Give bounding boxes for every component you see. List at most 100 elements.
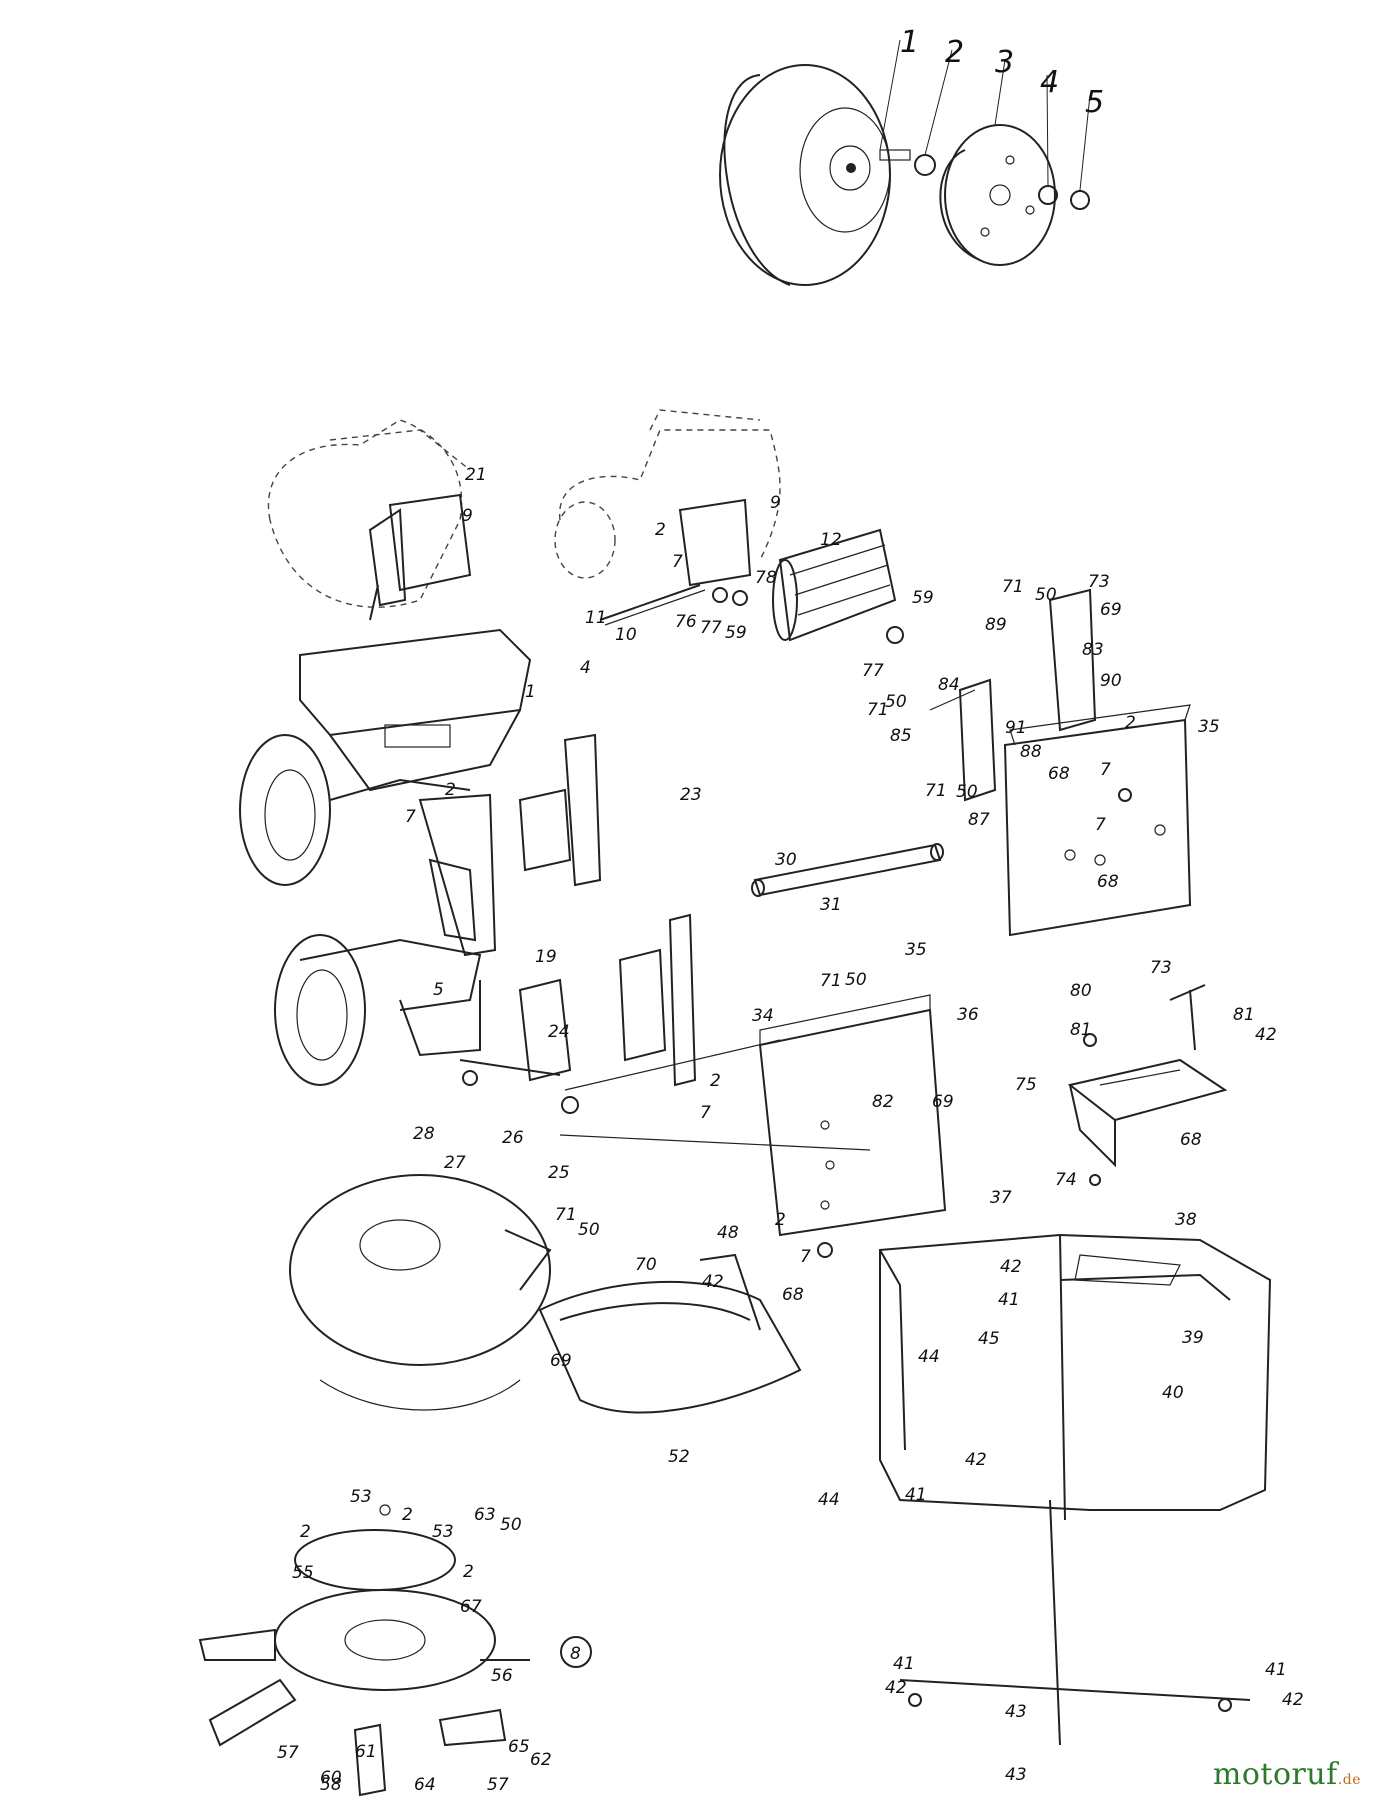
part-label: 61: [355, 1742, 377, 1762]
chassis-frame: [274, 913, 947, 1258]
circled-label-text: 8: [570, 1644, 581, 1664]
part-label: 10: [615, 625, 637, 645]
part-label: 7: [700, 1103, 711, 1123]
part-label: 37: [990, 1188, 1012, 1208]
part-label: 67: [460, 1597, 482, 1617]
part-label: 62: [530, 1750, 552, 1770]
part-label: 43: [1005, 1702, 1027, 1722]
bag-frame: [879, 1233, 1272, 1746]
part-label: 78: [755, 568, 777, 588]
part-label: 52: [668, 1447, 690, 1467]
part-label: 71: [925, 781, 947, 801]
part-label: 41: [893, 1654, 915, 1674]
part-label: 69: [932, 1092, 954, 1112]
part-label: 44: [918, 1347, 940, 1367]
part-label: 71: [1002, 577, 1024, 597]
part-label: 84: [938, 675, 960, 695]
fan-impeller: [198, 1504, 530, 1797]
part-label: 63: [474, 1505, 496, 1525]
discharge-chute: [538, 1253, 802, 1414]
part-label: 2: [463, 1562, 474, 1582]
part-label: 35: [905, 940, 927, 960]
part-label: 7: [1100, 760, 1111, 780]
part-label: 73: [1088, 572, 1110, 592]
part-label: 75: [1015, 1075, 1037, 1095]
part-label: 2: [775, 1210, 786, 1230]
part-label: 5: [433, 980, 444, 1000]
part-label: 77: [862, 661, 884, 681]
part-label: 50: [956, 782, 978, 802]
part-label: 83: [1082, 640, 1104, 660]
part-label: 68: [1180, 1130, 1202, 1150]
tractor-ghost-views: [267, 409, 781, 608]
part-label: 31: [820, 895, 842, 915]
part-label: 71: [555, 1205, 577, 1225]
part-label: 45: [978, 1329, 1000, 1349]
part-label: 53: [432, 1522, 454, 1542]
part-label: 56: [491, 1666, 513, 1686]
part-label: 89: [985, 615, 1007, 635]
part-label: 2: [655, 520, 666, 540]
part-label: 80: [1070, 981, 1092, 1001]
part-label: 2: [402, 1505, 413, 1525]
part-label: 42: [885, 1678, 907, 1698]
hopper-assembly: [239, 628, 602, 957]
part-label: 50: [500, 1515, 522, 1535]
part-label: 57: [487, 1775, 509, 1795]
part-label: 41: [998, 1290, 1020, 1310]
part-label: 43: [1005, 1765, 1027, 1785]
part-label: 85: [890, 726, 912, 746]
part-label: 36: [957, 1005, 979, 1025]
part-label: 68: [1097, 872, 1119, 892]
part-label: 91: [1005, 718, 1027, 738]
watermark-tld: .de: [1337, 1772, 1361, 1788]
part-label: 55: [292, 1563, 314, 1583]
left-upper-bracket: [368, 493, 472, 621]
part-label: 7: [800, 1247, 811, 1267]
part-label: 58: [320, 1775, 342, 1795]
part-label: 50: [885, 692, 907, 712]
weight-bracket: [599, 498, 752, 626]
part-label: 12: [820, 530, 842, 550]
part-label: 68: [1048, 764, 1070, 784]
part-label: 40: [1162, 1383, 1184, 1403]
part-label: 9: [462, 506, 473, 526]
part-label: 25: [548, 1163, 570, 1183]
part-label: 34: [752, 1006, 774, 1026]
part-label: 69: [550, 1351, 572, 1371]
part-label: 2: [445, 780, 456, 800]
part-label: 73: [1150, 958, 1172, 978]
part-label: 44: [818, 1490, 840, 1510]
part-label: 71: [867, 700, 889, 720]
part-label: 28: [413, 1124, 435, 1144]
wheel-hub-assembly: [719, 39, 1091, 286]
part-label: 69: [1100, 600, 1122, 620]
part-label: 41: [905, 1485, 927, 1505]
watermark-name: motoruf: [1212, 1757, 1338, 1792]
part-label: 2: [1125, 713, 1136, 733]
part-label: 1: [525, 682, 536, 702]
part-label: 77: [700, 618, 722, 638]
part-label: 2: [300, 1522, 311, 1542]
label-2: 2: [945, 35, 964, 70]
part-label: 7: [1095, 815, 1106, 835]
blower-housing: [289, 1174, 552, 1411]
drive-shaft: [751, 843, 944, 897]
label-1: 1: [900, 25, 919, 60]
label-5: 5: [1085, 85, 1104, 120]
part-label: 53: [350, 1487, 372, 1507]
part-label: 71: [820, 971, 842, 991]
part-label: 9: [770, 493, 781, 513]
part-label: 90: [1100, 671, 1122, 691]
part-label: 38: [1175, 1210, 1197, 1230]
part-label: 60: [320, 1768, 342, 1788]
part-label: 42: [1282, 1690, 1304, 1710]
part-label: 27: [444, 1153, 466, 1173]
part-label: 50: [845, 970, 867, 990]
part-label: 57: [277, 1743, 299, 1763]
part-label: 42: [965, 1450, 987, 1470]
part-label: 64: [414, 1775, 436, 1795]
part-label: 26: [502, 1128, 524, 1148]
